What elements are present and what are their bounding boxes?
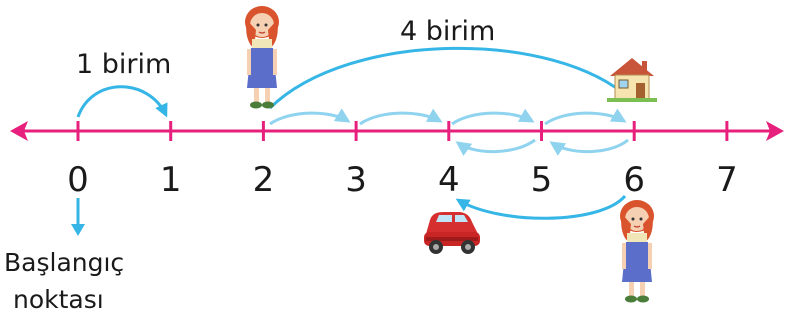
- red-car-icon: [424, 212, 480, 254]
- back-to-four-arrow: [455, 194, 627, 220]
- tick-label: 4: [438, 160, 460, 200]
- tick-label: 1: [160, 160, 182, 200]
- girl-figure-at-six: [620, 200, 654, 303]
- number-line: [10, 121, 784, 141]
- one-unit-arrow: [76, 85, 168, 118]
- tick-label: 0: [67, 160, 89, 200]
- backward-hops: [455, 138, 629, 157]
- tick-marks: [76, 121, 729, 141]
- tick-label: 5: [531, 160, 553, 200]
- tick-label: 6: [623, 160, 645, 200]
- start-point-arrow: [71, 198, 85, 236]
- four-units-label: 4 birim: [400, 16, 495, 47]
- start-point-label-line1: Başlangıç: [4, 248, 124, 277]
- start-point-label-line2: noktası: [13, 285, 104, 314]
- axis-right-arrowhead: [766, 121, 784, 141]
- girl-figure-at-two: [245, 6, 279, 109]
- tick-label: 7: [716, 160, 738, 200]
- forward-hops: [269, 108, 627, 126]
- tick-label: 2: [253, 160, 275, 200]
- axis-left-arrowhead: [10, 121, 28, 141]
- tick-labels: 0 1 2 3 4 5 6 7: [67, 160, 738, 200]
- one-unit-label: 1 birim: [76, 49, 171, 80]
- tick-label: 3: [345, 160, 367, 200]
- four-units-arrow: [268, 46, 632, 110]
- house-icon: [607, 58, 657, 102]
